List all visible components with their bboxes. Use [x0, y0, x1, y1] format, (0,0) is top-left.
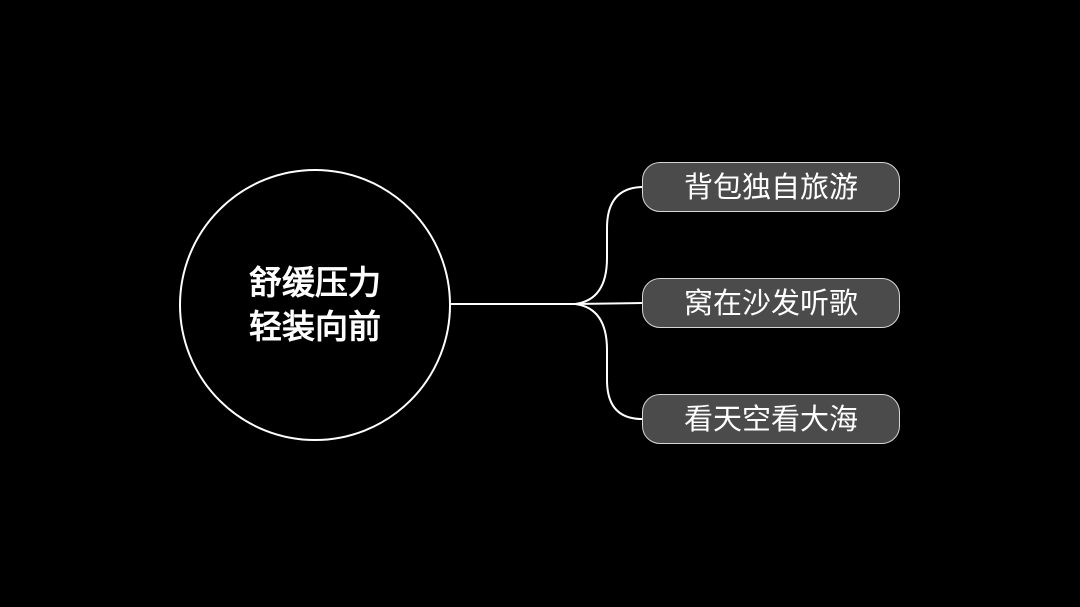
- central-topic-line-1: 舒缓压力: [249, 263, 381, 302]
- branch-node-2: 窝在沙发听歌: [642, 278, 900, 328]
- central-topic-line-2: 轻装向前: [249, 307, 381, 346]
- branch-node-3: 看天空看大海: [642, 394, 900, 444]
- connector-branch-3: [574, 303, 643, 420]
- branch-label-3: 看天空看大海: [683, 402, 858, 436]
- connector-branch-1: [574, 186, 643, 305]
- central-topic-node: 舒缓压力 轻装向前: [179, 169, 451, 441]
- branch-node-1: 背包独自旅游: [642, 162, 900, 212]
- branch-label-2: 窝在沙发听歌: [683, 286, 858, 320]
- connector-branch-2: [574, 302, 643, 305]
- branch-label-1: 背包独自旅游: [683, 170, 858, 204]
